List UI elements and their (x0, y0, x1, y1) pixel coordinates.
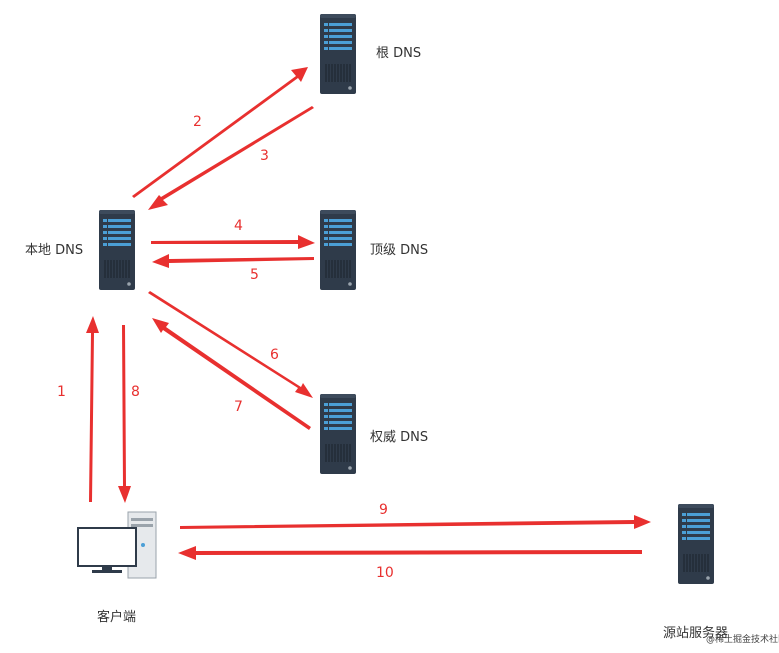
root-dns-label: 根 DNS (376, 46, 422, 61)
arrow-step-8 (118, 325, 131, 503)
step-number-7: 7 (234, 399, 243, 415)
origin-server-label: 源站服务器 (663, 626, 729, 641)
client-label: 客户端 (97, 610, 137, 625)
origin-server-icon (677, 503, 715, 585)
auth-dns-server-icon (319, 393, 357, 475)
tld-dns-server-icon (319, 209, 357, 291)
step-number-9: 9 (379, 502, 388, 518)
step-number-5: 5 (250, 267, 259, 283)
arrow-step-1 (86, 316, 99, 502)
local-dns-label: 本地 DNS (25, 243, 84, 258)
arrow-step-3 (148, 106, 314, 210)
step-number-1: 1 (57, 384, 66, 400)
auth-dns-label: 权威 DNS (370, 430, 429, 445)
step-number-6: 6 (270, 347, 279, 363)
tld-dns-label: 顶级 DNS (370, 243, 429, 258)
watermark: @稀土掘金技术社区 (706, 635, 779, 645)
local-dns-server-icon (98, 209, 136, 291)
arrow-step-6 (148, 291, 313, 398)
arrow-step-4 (151, 235, 315, 249)
step-number-4: 4 (234, 218, 243, 234)
arrow-step-2 (132, 67, 308, 198)
root-dns-server-icon (319, 13, 357, 95)
step-number-2: 2 (193, 114, 202, 130)
arrow-step-9 (180, 515, 651, 529)
arrow-step-10 (178, 546, 642, 560)
step-number-8: 8 (131, 384, 140, 400)
client-computer-icon (77, 511, 157, 579)
arrow-step-7 (152, 318, 311, 430)
arrow-step-5 (152, 254, 314, 268)
step-number-3: 3 (260, 148, 269, 164)
step-number-10: 10 (376, 565, 394, 581)
